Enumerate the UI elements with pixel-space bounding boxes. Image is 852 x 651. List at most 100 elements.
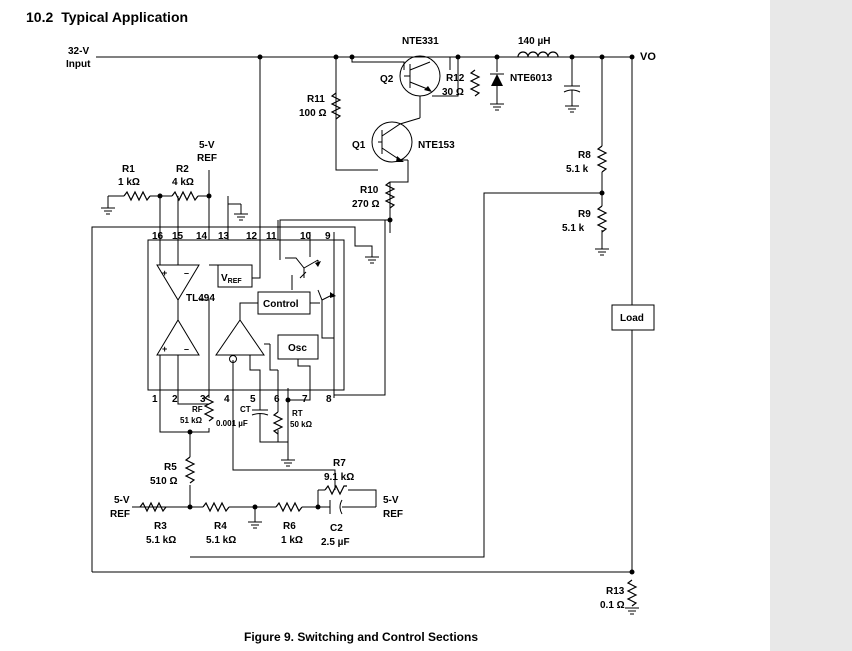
rf-value: 51 kΩ [180,416,203,425]
nte331-label: NTE331 [402,36,439,47]
amp1-plus: + [162,268,167,278]
r5-name: R5 [164,462,177,473]
c2-value: 2.5 µF [321,537,350,548]
ref-5v-left-line1: 5-V [114,495,130,506]
osc-block [277,334,319,360]
pin-14: 14 [196,231,208,242]
circuit-schematic: 32-V Input VO NTE331 140 µH NTE6013 Q2 R… [66,36,656,615]
q1-label: Q1 [352,140,366,151]
r1-symbol [123,190,151,202]
vref-label: VREF [221,273,242,285]
r7-name: R7 [333,458,346,469]
osc-label: Osc [288,343,307,354]
pin-10: 10 [300,231,312,242]
r9-symbol [596,205,608,233]
r11-value: 100 Ω [299,108,326,119]
vref-sub: REF [228,278,243,285]
pin-3: 3 [200,394,206,405]
ref-5v-right-line1: 5-V [383,495,399,506]
input-label-line2: Input [66,59,91,70]
r11-name: R11 [307,94,325,105]
pin-16: 16 [152,231,164,242]
r5-symbol [184,456,196,484]
r12-name: R12 [446,73,465,84]
pin-4: 4 [224,394,230,405]
r12-value: 30 Ω [442,87,464,98]
rt-symbol [272,411,284,435]
rf-name: RF [192,405,203,414]
r2-symbol [171,190,199,202]
r4-value: 5.1 kΩ [206,535,236,546]
nte6013-label: NTE6013 [510,73,553,84]
tl494-ic [147,232,345,398]
r4-symbol [202,501,230,513]
pin-7: 7 [302,394,308,405]
r6-symbol [275,501,303,513]
pin-11: 11 [266,231,277,242]
output-capacitor [563,80,581,106]
section-title: Typical Application [61,9,189,25]
pin-5: 5 [250,394,256,405]
output-label: VO [640,51,656,63]
r5-value: 510 Ω [150,476,177,487]
load-block [611,304,655,331]
r1-name: R1 [122,164,135,175]
r8-symbol [596,145,608,173]
inductor-label: 140 µH [518,36,550,47]
nte153-label: NTE153 [418,140,455,151]
load-label: Load [620,313,644,324]
r3-name: R3 [154,521,167,532]
document-page: 10.2 Typical Application [26,9,657,644]
ref-5v-left-line2: REF [110,509,130,520]
r6-value: 1 kΩ [281,535,303,546]
diode-nte6013 [490,73,504,104]
rt-value: 50 kΩ [290,420,313,429]
r12-symbol [469,69,481,97]
r13-symbol [626,579,638,607]
r13-name: R13 [606,586,625,597]
r2-name: R2 [176,164,189,175]
rf-symbol [203,394,215,422]
pin-6: 6 [274,394,280,405]
r2-value: 4 kΩ [172,177,194,188]
vref-main: V [221,273,228,284]
pin-13: 13 [218,231,230,242]
pin-15: 15 [172,231,184,242]
r8-value: 5.1 k [566,164,589,175]
inductor-symbol [517,51,559,58]
ct-name: CT [240,405,251,414]
c2-name: C2 [330,523,343,534]
right-gutter [770,0,852,651]
r10-name: R10 [360,185,379,196]
r9-name: R9 [578,209,591,220]
r1-value: 1 kΩ [118,177,140,188]
r4-name: R4 [214,521,227,532]
r3-symbol [139,501,167,513]
r13-value: 0.1 Ω [600,600,625,611]
r10-value: 270 Ω [352,199,379,210]
r8-name: R8 [578,150,591,161]
junction-dots [157,54,635,575]
pin-8: 8 [326,394,332,405]
section-number: 10.2 [26,9,54,25]
pin-1: 1 [152,394,158,405]
amp2-plus: + [162,344,167,354]
r10-symbol [384,181,396,209]
resistors [123,69,638,607]
figure-caption: Figure 9. Switching and Control Sections [243,630,479,644]
rt-name: RT [292,409,303,418]
ic-name: TL494 [186,293,215,304]
pin-9: 9 [325,231,331,242]
r11-symbol [330,92,342,120]
ct-value: 0.001 µF [216,419,248,428]
ref-5v-top-line2: REF [197,153,217,164]
wires [91,56,633,573]
pin-12: 12 [246,231,258,242]
transistor-q2 [399,55,441,97]
r3-value: 5.1 kΩ [146,535,176,546]
pin-2: 2 [172,394,178,405]
amp1-minus: – [184,268,189,278]
r7-symbol [324,484,347,496]
r6-name: R6 [283,521,296,532]
amp2-minus: – [184,344,189,354]
